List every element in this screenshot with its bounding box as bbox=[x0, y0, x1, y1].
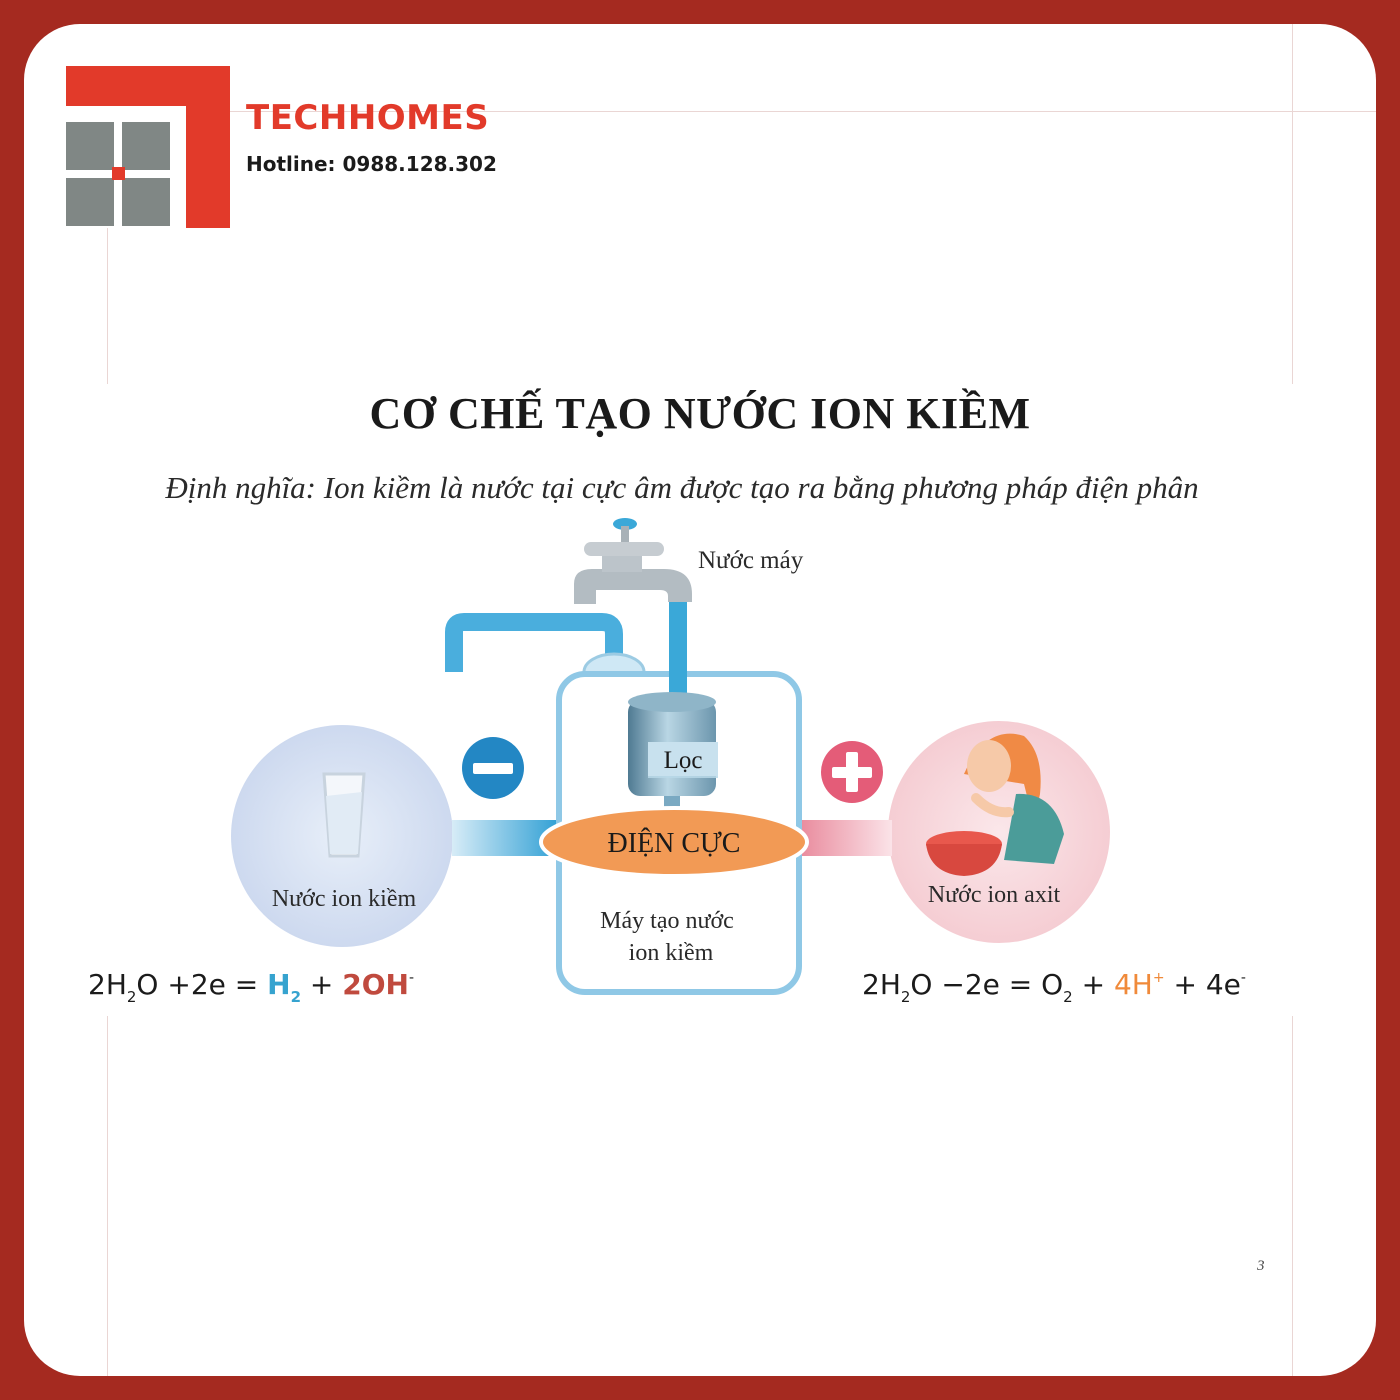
guide-line-right-bottom bbox=[1292, 1016, 1293, 1376]
techhomes-logo bbox=[66, 66, 230, 228]
machine-label-line1: Máy tạo nước bbox=[600, 908, 734, 934]
positive-pole-icon bbox=[821, 741, 883, 803]
page-number: 3 bbox=[1257, 1258, 1265, 1274]
glass-of-water-icon bbox=[322, 772, 366, 858]
water-stream bbox=[669, 602, 687, 706]
tap-water-label: Nước máy bbox=[698, 547, 804, 574]
hotline: Hotline: 0988.128.302 bbox=[246, 152, 497, 176]
guide-line-top bbox=[224, 111, 1376, 112]
guide-line-left-bottom bbox=[107, 1016, 108, 1376]
water-tap-icon bbox=[574, 518, 692, 604]
acid-water-label: Nước ion axit bbox=[928, 882, 1061, 908]
guide-line-right-top bbox=[1292, 24, 1293, 384]
machine-label-line2: ion kiềm bbox=[629, 940, 714, 966]
alkaline-water-label: Nước ion kiềm bbox=[272, 886, 417, 912]
filter-label-bg bbox=[648, 742, 718, 776]
inlet-pipe bbox=[445, 613, 623, 674]
electrode-label: ĐIỆN CỰC bbox=[608, 828, 741, 859]
brand-name: TECHHOMES bbox=[246, 98, 490, 138]
acid-pipe bbox=[796, 820, 892, 856]
slide-card: TECHHOMES Hotline: 0988.128.302 CƠ CHẾ T… bbox=[24, 24, 1376, 1376]
negative-pole-icon bbox=[462, 737, 524, 799]
definition-text: Định nghĩa: Ion kiềm là nước tại cực âm … bbox=[165, 470, 1199, 505]
electrode-ellipse bbox=[539, 806, 809, 878]
woman-washing-face-icon bbox=[926, 733, 1064, 876]
cathode-equation: 2H2O +2e = H2 + 2OH- bbox=[88, 968, 415, 1006]
electrolysis-diagram: Nước máy Lọc ĐIỆN CỰC Máy tạo nước ion k… bbox=[231, 518, 1110, 995]
anode-equation: 2H2O −2e = O2 + 4H+ + 4e- bbox=[862, 968, 1246, 1006]
filter-label: Lọc bbox=[664, 747, 703, 774]
guide-line-left-top bbox=[107, 224, 108, 384]
acid-water-circle bbox=[888, 721, 1110, 943]
page-title: CƠ CHẾ TẠO NƯỚC ION KIỀM bbox=[369, 389, 1031, 438]
